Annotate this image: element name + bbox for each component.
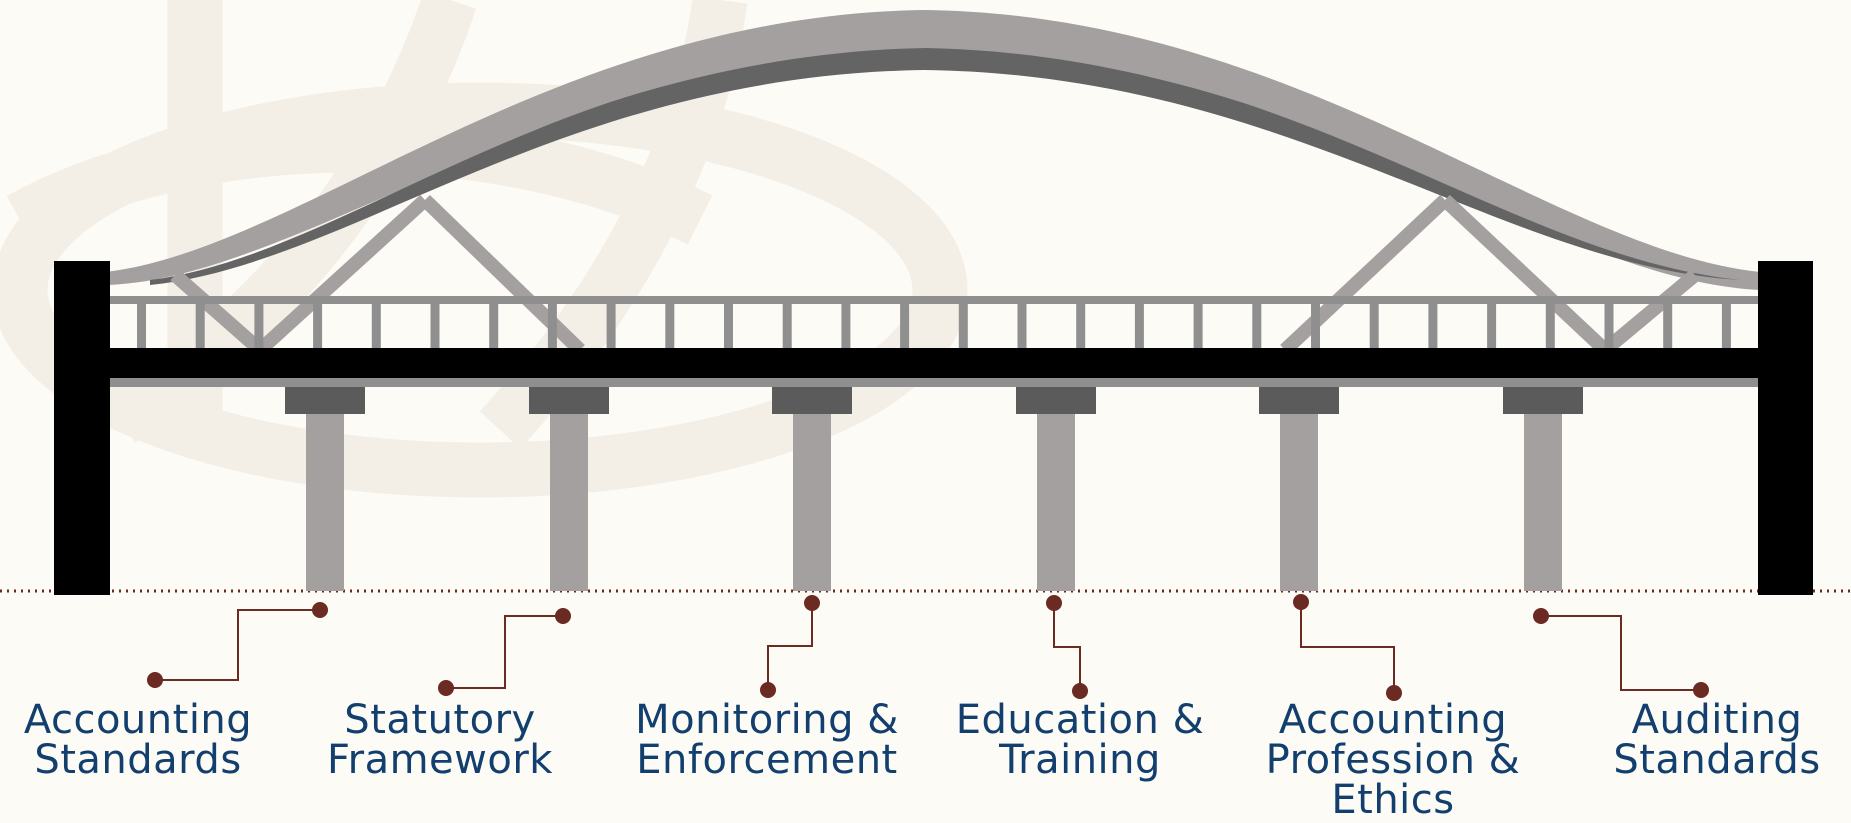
bridge-pier [1503,387,1583,591]
pillar-label-education-training: Education & Training [940,700,1220,780]
connector-line [1300,602,1395,693]
connector-dot [1386,685,1402,701]
connector-dot [760,682,776,698]
connector-dot [1046,595,1062,611]
pillar-label-line: Statutory [344,697,536,743]
connector-dot [1693,682,1709,698]
pillar-label-line: Education & [955,697,1205,743]
railing-post [841,304,851,350]
connector-dot [1293,594,1309,610]
pillar-label-line: Training [999,737,1161,783]
bridge-railing [108,296,1758,350]
connector-line [446,615,563,689]
railing-post [195,304,205,350]
railing-post [900,304,910,350]
connector-dot [804,595,820,611]
railing-post [137,304,146,350]
pillar-label-line: Profession & [1265,737,1521,783]
railing-post [1663,304,1673,350]
railing-post [782,304,792,350]
bridge-pier [1016,387,1096,591]
right-tower [1758,261,1813,595]
connector-dot [1533,608,1549,624]
railing-post [1545,304,1555,350]
railing-post [665,304,675,350]
left-tower [54,261,110,595]
pillar-label-line: Standards [1613,737,1821,783]
railing-post [606,304,616,350]
railing-post [1017,304,1027,350]
pillar-label-line: Accounting [23,697,253,743]
connector-line [1053,603,1081,691]
railing-post [254,304,264,350]
bridge-piers [285,387,1583,591]
connector-line [1541,615,1701,691]
bridge-pier [529,387,609,591]
railing-post [313,304,323,350]
railing-post [1252,304,1262,350]
railing-post [1369,304,1379,350]
pillar-label-monitoring-enforcement: Monitoring & Enforcement [627,700,907,780]
railing-post [1428,304,1438,350]
railing-post [1311,304,1320,350]
pillar-label-line: Monitoring & [635,697,899,743]
railing-post [489,304,499,350]
railing-post [958,304,968,350]
railing-post [1721,304,1731,350]
pillar-label-line: Standards [34,737,242,783]
pillar-label-accounting-profession-ethics: Accounting Profession & Ethics [1253,700,1533,820]
bridge-pier [1259,387,1339,591]
bridge-pier [285,387,365,591]
railing-post [1193,304,1203,350]
railing-post [1134,304,1144,350]
railing-post [724,304,733,350]
connector-dot [312,602,328,618]
pillar-label-line: Enforcement [636,737,898,783]
connector-line [155,609,320,681]
railing-post [547,304,557,350]
railing-post [430,304,440,350]
pillar-label-line: Framework [327,737,553,783]
pillar-label-line: Ethics [1331,777,1455,823]
bridge-arch [105,10,1760,290]
railing-post [1487,304,1497,350]
railing-post [1604,304,1614,350]
bridge-deck [108,348,1758,387]
pillar-label-accounting-standards: Accounting Standards [0,700,278,780]
connector-dot [438,680,454,696]
connector-dot [147,672,163,688]
pillar-label-line: Accounting [1278,697,1508,743]
connector-line [767,603,813,690]
bridge-pier [772,387,852,591]
connector-dot [1072,683,1088,699]
pillar-label-auditing-standards: Auditing Standards [1577,700,1851,780]
railing-post [1076,304,1086,350]
pillar-label-statutory-framework: Statutory Framework [300,700,580,780]
connector-dot [555,608,571,624]
pillar-label-line: Auditing [1631,697,1803,743]
label-connectors [147,594,1709,701]
railing-post [371,304,381,350]
